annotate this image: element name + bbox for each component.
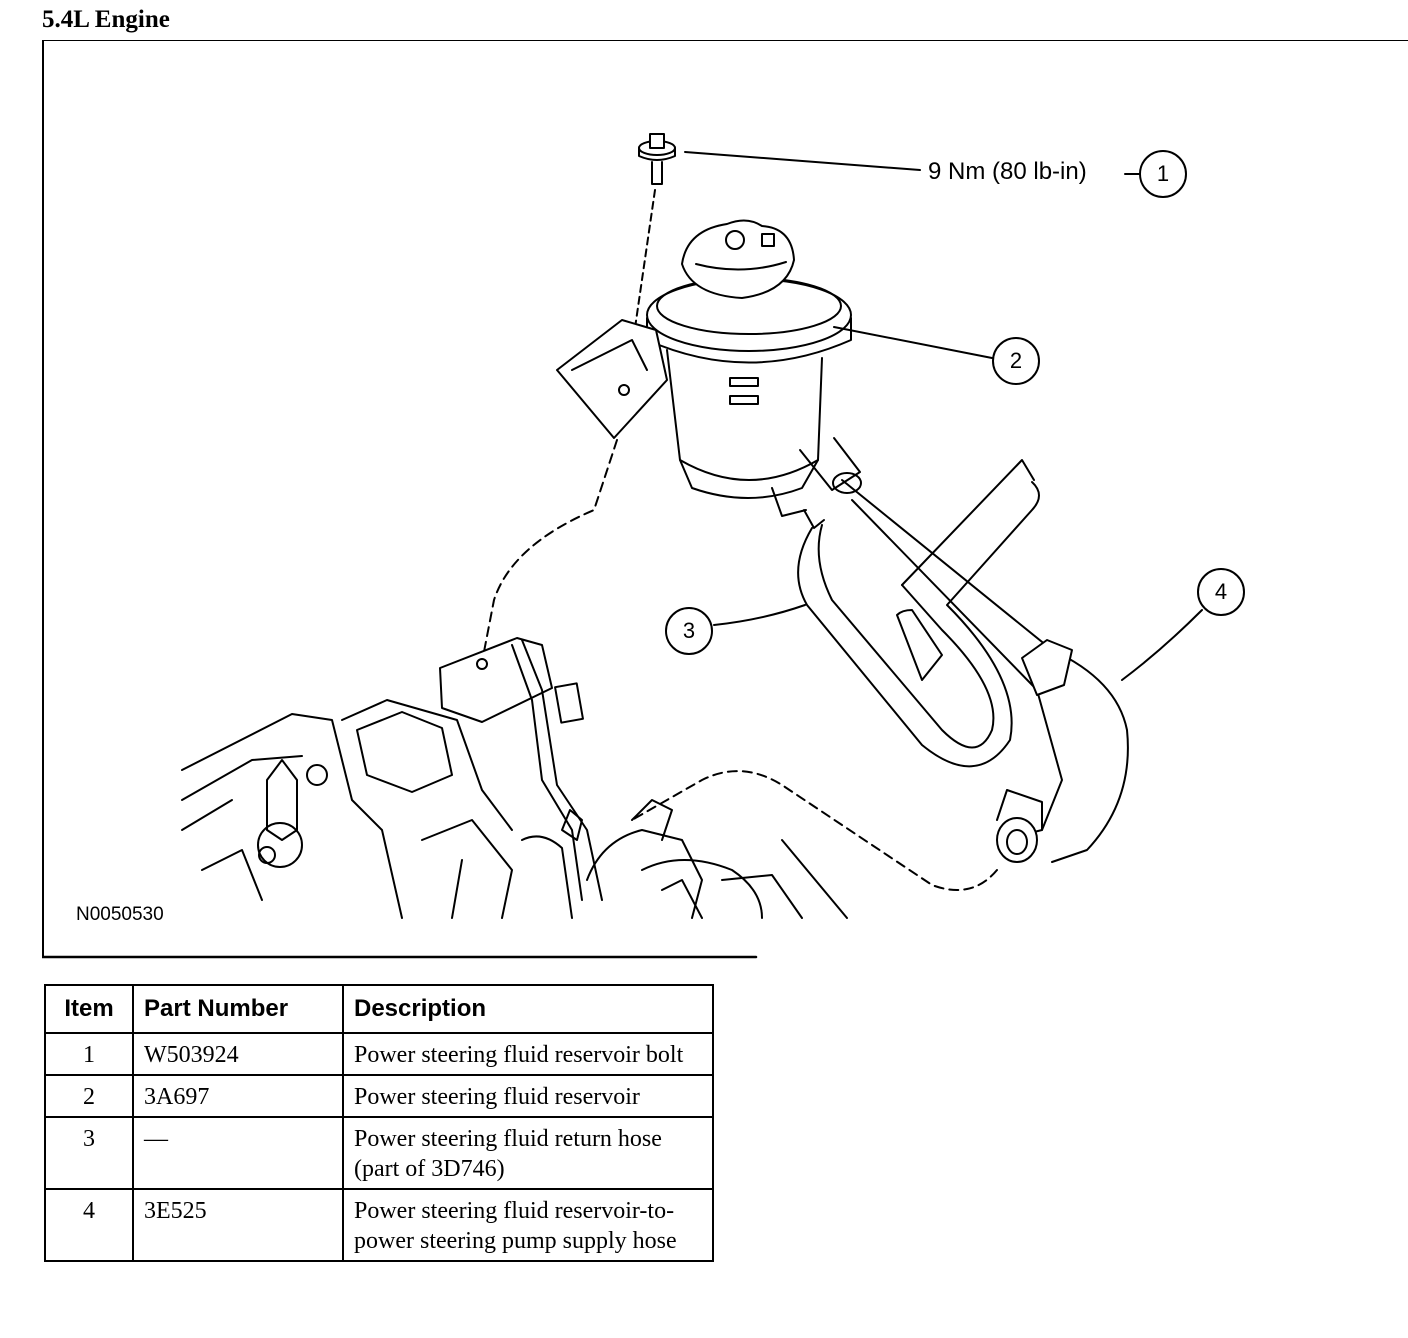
figure-id: N0050530 <box>76 904 164 925</box>
table-row: 4 3E525 Power steering fluid reservoir-t… <box>44 1188 714 1262</box>
callout-label-1: 1 <box>1156 161 1170 186</box>
header-part-number: Part Number <box>132 984 344 1034</box>
header-description: Description <box>342 984 714 1034</box>
cell-description: Power steering fluid return hose (part o… <box>342 1116 714 1190</box>
exploded-view-diagram: 9 Nm (80 lb-in) 1 2 3 4 N0050530 <box>42 40 1408 960</box>
cell-part-number: 3E525 <box>132 1188 344 1262</box>
table-row: 1 W503924 Power steering fluid reservoir… <box>44 1032 714 1076</box>
return-hose-part <box>797 459 1040 768</box>
table-row: 2 3A697 Power steering fluid reservoir <box>44 1074 714 1118</box>
callout-label-3: 3 <box>682 618 696 643</box>
cell-part-number: — <box>132 1116 344 1190</box>
cell-description: Power steering fluid reservoir bolt <box>342 1032 714 1076</box>
table-row: 3 — Power steering fluid return hose (pa… <box>44 1116 714 1190</box>
parts-table: Item Part Number Description 1 W503924 P… <box>44 984 714 1262</box>
section-title: 5.4L Engine <box>42 6 170 33</box>
callout-label-4: 4 <box>1214 579 1228 604</box>
callout-circle-1 <box>1139 150 1187 198</box>
leader-3 <box>713 604 806 626</box>
leader-4 <box>1121 609 1203 681</box>
cell-item: 4 <box>44 1188 134 1262</box>
cell-description: Power steering fluid reservoir <box>342 1074 714 1118</box>
callout-circle-2 <box>992 337 1040 385</box>
header-item: Item <box>44 984 134 1034</box>
reservoir-part <box>556 219 862 529</box>
callout-circle-3 <box>665 607 713 655</box>
diagram-drawing <box>42 40 1408 959</box>
lower-bracket <box>439 439 618 901</box>
engine-block <box>181 699 848 919</box>
table-header-row: Item Part Number Description <box>44 984 714 1034</box>
callout-circle-4 <box>1197 568 1245 616</box>
leader-2 <box>833 326 993 359</box>
leader-1 <box>684 151 921 171</box>
cell-item: 3 <box>44 1116 134 1190</box>
cell-description: Power steering fluid reservoir-to-power … <box>342 1188 714 1262</box>
cell-part-number: 3A697 <box>132 1074 344 1118</box>
torque-spec-label: 9 Nm (80 lb-in) <box>928 158 1087 185</box>
cell-item: 2 <box>44 1074 134 1118</box>
supply-hose-part <box>631 479 1129 891</box>
cell-part-number: W503924 <box>132 1032 344 1076</box>
cell-item: 1 <box>44 1032 134 1076</box>
callout-label-2: 2 <box>1009 348 1023 373</box>
